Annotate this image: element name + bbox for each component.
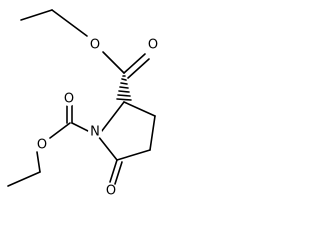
bond-ethyl-bottom-ch2-ch3 <box>7 171 41 187</box>
atom-o-carbamate-ether: O <box>35 138 49 153</box>
bond-ring-c2-c3 <box>123 101 156 117</box>
bond-ring-c4-c5 <box>116 149 151 161</box>
svg-text:O: O <box>64 92 74 107</box>
bond-carbamate-c-o <box>49 122 71 139</box>
bond-ketone-double-a <box>109 159 118 183</box>
bond-ester-carbonyl-double-b <box>127 58 150 79</box>
bond-ethyl-bottom-o-ch2 <box>36 151 41 173</box>
atom-o-ester-ether: O <box>88 38 102 53</box>
bond-ring-c3-c4 <box>149 115 156 151</box>
svg-text:N: N <box>90 125 100 140</box>
svg-text:O: O <box>106 184 116 199</box>
atom-o-ketone: O <box>104 184 118 199</box>
bond-ring-c5-n <box>97 135 118 161</box>
bond-ring-n-c2 <box>97 101 125 137</box>
bond-ethyl-top-ch2-o <box>51 9 88 37</box>
molecule-structure: O O N O O O <box>7 9 160 199</box>
svg-text:O: O <box>37 138 47 153</box>
bond-ester-carbonyl-double-a <box>123 53 146 74</box>
stereo-hashed-wedge <box>116 75 132 101</box>
atom-o-carbamate-carbonyl: O <box>62 92 76 107</box>
bond-ethyl-top-ch3-ch2 <box>20 9 53 21</box>
bond-ketone-double-b <box>114 161 123 185</box>
bond-ester-o-carbonyl-c <box>102 51 125 74</box>
atom-o-ester-carbonyl: O <box>146 38 160 53</box>
svg-text:O: O <box>90 38 100 53</box>
svg-text:O: O <box>148 38 158 53</box>
atom-n-ring: N <box>88 125 102 140</box>
